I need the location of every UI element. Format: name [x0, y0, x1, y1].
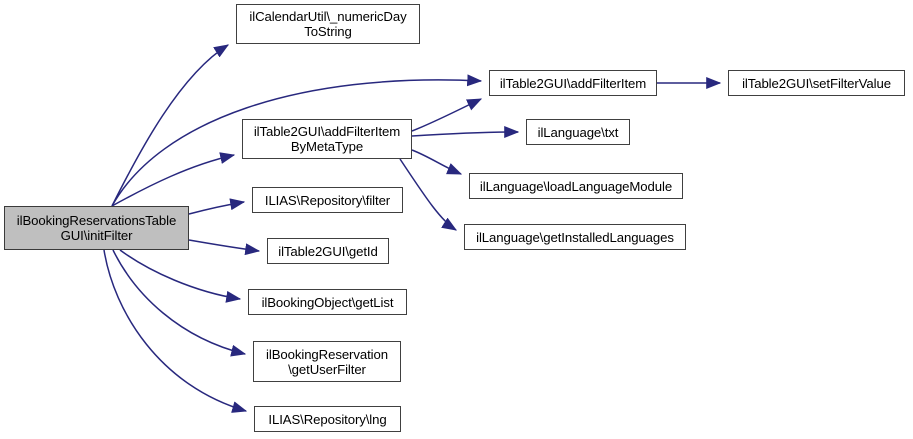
node-label: ilTable2GUI\addFilterItem — [499, 75, 647, 91]
edge-root-to-addFilterItem — [111, 74, 483, 207]
node-iltable2gui-addfilteritem[interactable]: ilTable2GUI\addFilterItem — [489, 70, 657, 96]
edge-root-to-repositoryLng — [103, 249, 248, 413]
edge-byMetaType-to-langTxt — [411, 126, 520, 139]
node-label: ilTable2GUI\setFilterValue — [742, 75, 891, 91]
edge-root-to-addFilterItemByMetaType — [111, 152, 236, 207]
node-illanguage-loadlanguagemodule[interactable]: ilLanguage\loadLanguageModule — [469, 173, 683, 199]
node-iltable2gui-getid[interactable]: ilTable2GUI\getId — [267, 238, 389, 264]
node-ilias-repository-lng[interactable]: ILIAS\Repository\lng — [254, 406, 401, 432]
node-label: ilTable2GUI\getId — [278, 243, 378, 259]
edge-root-to-repositoryFilter — [188, 198, 246, 215]
edge-root-to-getUserFilter — [112, 249, 247, 357]
edge-byMetaType-to-addFilterItem — [411, 98, 483, 132]
node-label: ilTable2GUI\addFilterItem ByMetaType — [253, 124, 401, 154]
node-ilcalendarutil-numericdaytostring[interactable]: ilCalendarUtil\_numericDay ToString — [236, 4, 420, 44]
node-ilbookingreservation-getuserfilter[interactable]: ilBookingReservation \getUserFilter — [253, 341, 401, 382]
node-label: ilBookingReservation \getUserFilter — [266, 346, 388, 377]
node-label: ilLanguage\loadLanguageModule — [479, 178, 673, 194]
node-label: ilBookingObject\getList — [261, 294, 394, 310]
node-label: ilCalendarUtil\_numericDay ToString — [249, 9, 407, 39]
node-illanguage-txt[interactable]: ilLanguage\txt — [526, 119, 630, 145]
node-ilbookingreservationstablegui-initfilter[interactable]: ilBookingReservationsTable GUI\initFilte… — [4, 206, 189, 250]
edge-root-to-getId — [188, 239, 261, 256]
node-label: ilLanguage\txt — [537, 124, 619, 140]
node-label: ILIAS\Repository\filter — [264, 192, 391, 208]
node-label: ilBookingReservationsTable GUI\initFilte… — [16, 213, 177, 243]
edge-root-to-getList — [119, 249, 242, 303]
node-ilbookingobject-getlist[interactable]: ilBookingObject\getList — [248, 289, 407, 315]
edge-byMetaType-to-getInstalledLanguages — [399, 158, 458, 231]
node-ilias-repository-filter[interactable]: ILIAS\Repository\filter — [252, 187, 403, 213]
node-iltable2gui-setfiltervalue[interactable]: ilTable2GUI\setFilterValue — [728, 70, 905, 96]
edge-root-to-numericDayToString — [111, 44, 230, 207]
node-label: ILIAS\Repository\lng — [268, 411, 387, 427]
node-illanguage-getinstalledlanguages[interactable]: ilLanguage\getInstalledLanguages — [464, 224, 686, 250]
node-iltable2gui-addfilteritembymetatype[interactable]: ilTable2GUI\addFilterItem ByMetaType — [242, 119, 412, 159]
node-label: ilLanguage\getInstalledLanguages — [476, 229, 674, 245]
edge-byMetaType-to-loadLanguageModule — [411, 149, 463, 175]
